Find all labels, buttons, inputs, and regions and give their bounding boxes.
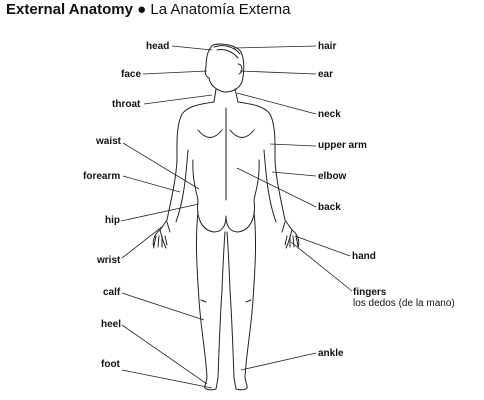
fingers-leader	[290, 241, 353, 292]
right-hand	[281, 221, 300, 249]
foot-leader	[121, 369, 213, 389]
neck-outline	[213, 88, 239, 103]
label-foot: foot	[101, 359, 120, 370]
label-elbow: elbow	[318, 171, 347, 182]
hand-leader	[294, 235, 351, 257]
label-back: back	[318, 202, 341, 213]
inner-arms	[175, 149, 277, 223]
back-leader	[236, 167, 317, 208]
head-outline	[204, 43, 245, 93]
ear-outline	[237, 63, 243, 75]
label-hip: hip	[105, 215, 120, 226]
label-calf: calf	[103, 287, 121, 298]
throat-leader	[143, 94, 213, 105]
left-leg	[195, 211, 226, 391]
torso-outline	[159, 101, 293, 231]
label-hand: hand	[352, 251, 376, 262]
back-muscles	[197, 107, 255, 201]
label-heel: heel	[101, 319, 122, 330]
label-ear: ear	[318, 69, 334, 80]
upper-arm-leader	[269, 143, 317, 147]
label-face: face	[121, 69, 142, 80]
label-wrist: wrist	[97, 255, 121, 266]
head-leader	[171, 45, 213, 51]
ankle-leader	[240, 352, 317, 371]
right-leg	[226, 211, 257, 391]
wrist-leader	[121, 225, 164, 259]
waist-sides	[192, 159, 260, 201]
label-upper-arm: upper arm	[318, 140, 367, 151]
label-forearm: forearm	[83, 171, 121, 182]
title-separator: ●	[137, 1, 147, 18]
waist-leader	[122, 142, 200, 190]
face-leader	[142, 70, 208, 75]
left-hand	[152, 221, 171, 249]
title-spanish: La Anatomía Externa	[150, 1, 291, 18]
calf-leader	[121, 292, 205, 321]
knee-lines	[200, 299, 252, 303]
diagram-title: External Anatomy ● La Anatomía Externa	[6, 1, 290, 18]
elbow-leader	[271, 171, 317, 177]
hair-leader	[233, 45, 317, 49]
label-fingers-spanish: los dedos (de la mano)	[353, 298, 455, 309]
label-waist: waist	[96, 136, 122, 147]
hip-leader	[120, 203, 200, 222]
forearm-leader	[122, 175, 181, 193]
label-hair: hair	[318, 41, 337, 52]
label-ankle: ankle	[318, 348, 344, 359]
leader-lines	[120, 45, 353, 389]
label-throat: throat	[112, 99, 141, 110]
hair-lines	[213, 45, 241, 59]
label-fingers: fingers	[353, 287, 387, 298]
heel-leader	[121, 324, 208, 385]
title-english: External Anatomy	[6, 1, 133, 18]
ear-leader	[239, 70, 317, 75]
neck-leader	[236, 92, 317, 115]
buttocks-outline	[197, 199, 255, 233]
label-head: head	[146, 41, 170, 52]
label-neck: neck	[318, 109, 341, 120]
